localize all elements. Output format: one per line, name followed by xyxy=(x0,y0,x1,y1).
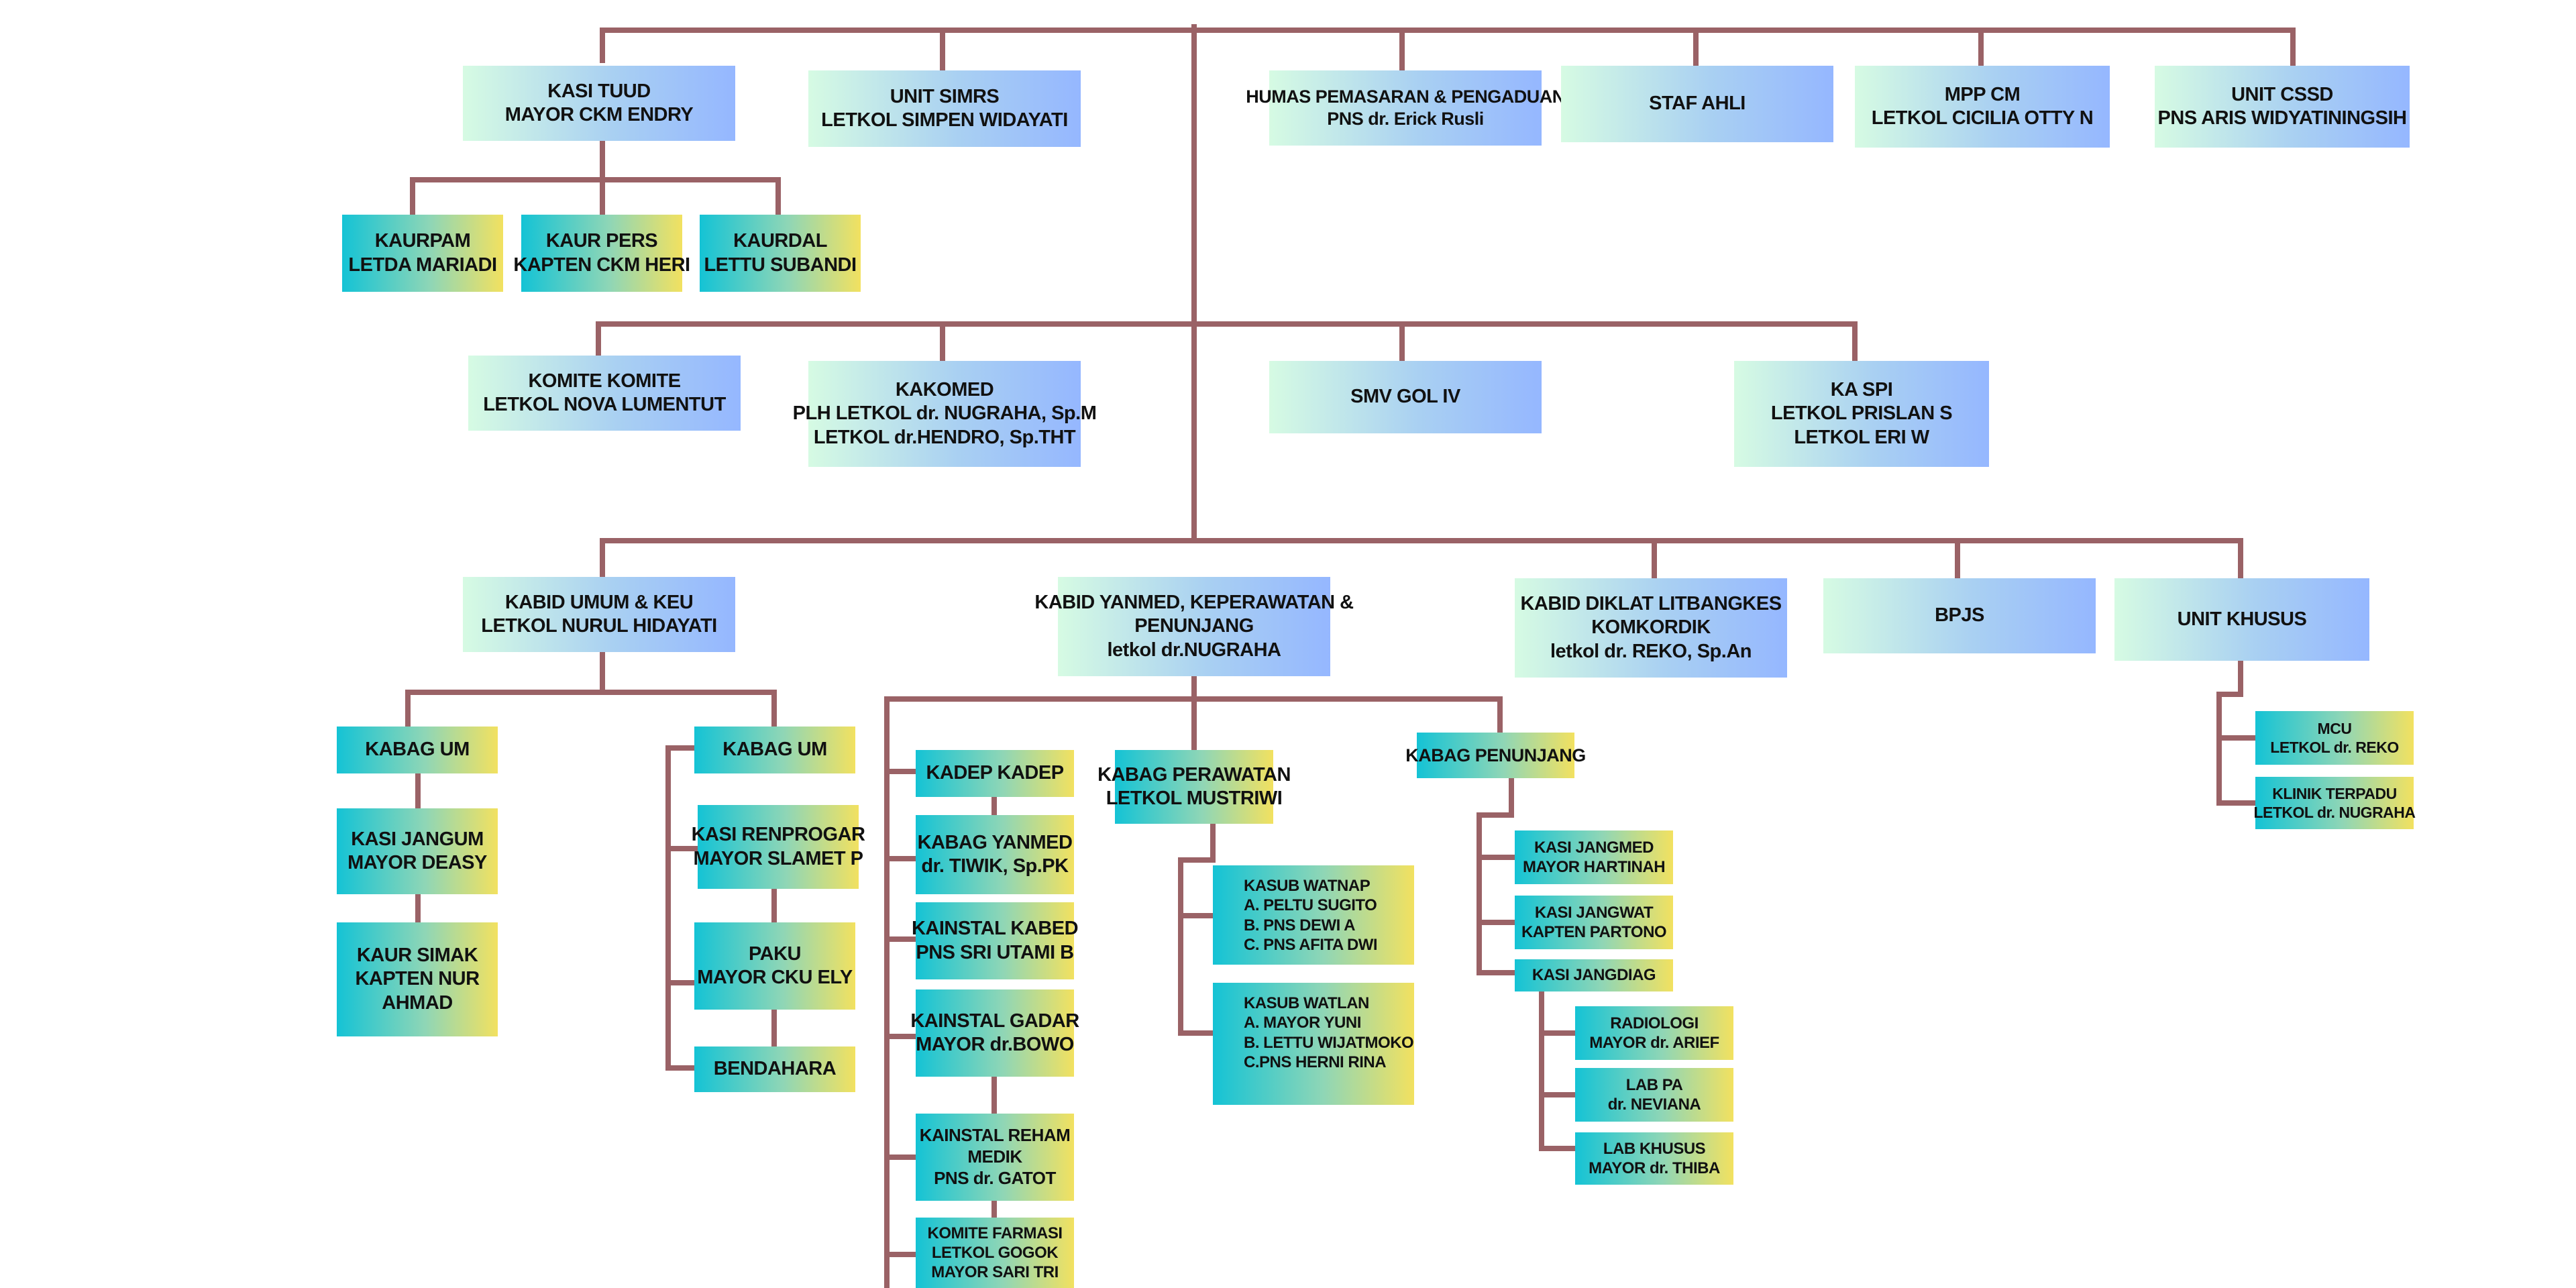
box-smv: SMV GOL IV xyxy=(1269,361,1542,433)
second-rail xyxy=(596,321,1858,365)
box-kadep: KADEP KADEP xyxy=(916,750,1074,797)
third-rail xyxy=(600,538,2243,581)
box-staf-ahli: STAF AHLI xyxy=(1561,66,1833,142)
box-kasi-jangdiag: KASI JANGDIAG xyxy=(1515,959,1673,991)
box-bpjs: BPJS xyxy=(1823,578,2096,653)
box-unit-khusus: UNIT KHUSUS xyxy=(2114,578,2369,661)
top-rail xyxy=(600,28,2296,70)
box-kabag-um-2: KABAG UM xyxy=(694,727,855,773)
box-kabag-um-1: KABAG UM xyxy=(337,727,498,773)
box-bendahara: BENDAHARA xyxy=(694,1046,855,1092)
box-kabag-penunjang: KABAG PENUNJANG xyxy=(1405,733,1586,778)
